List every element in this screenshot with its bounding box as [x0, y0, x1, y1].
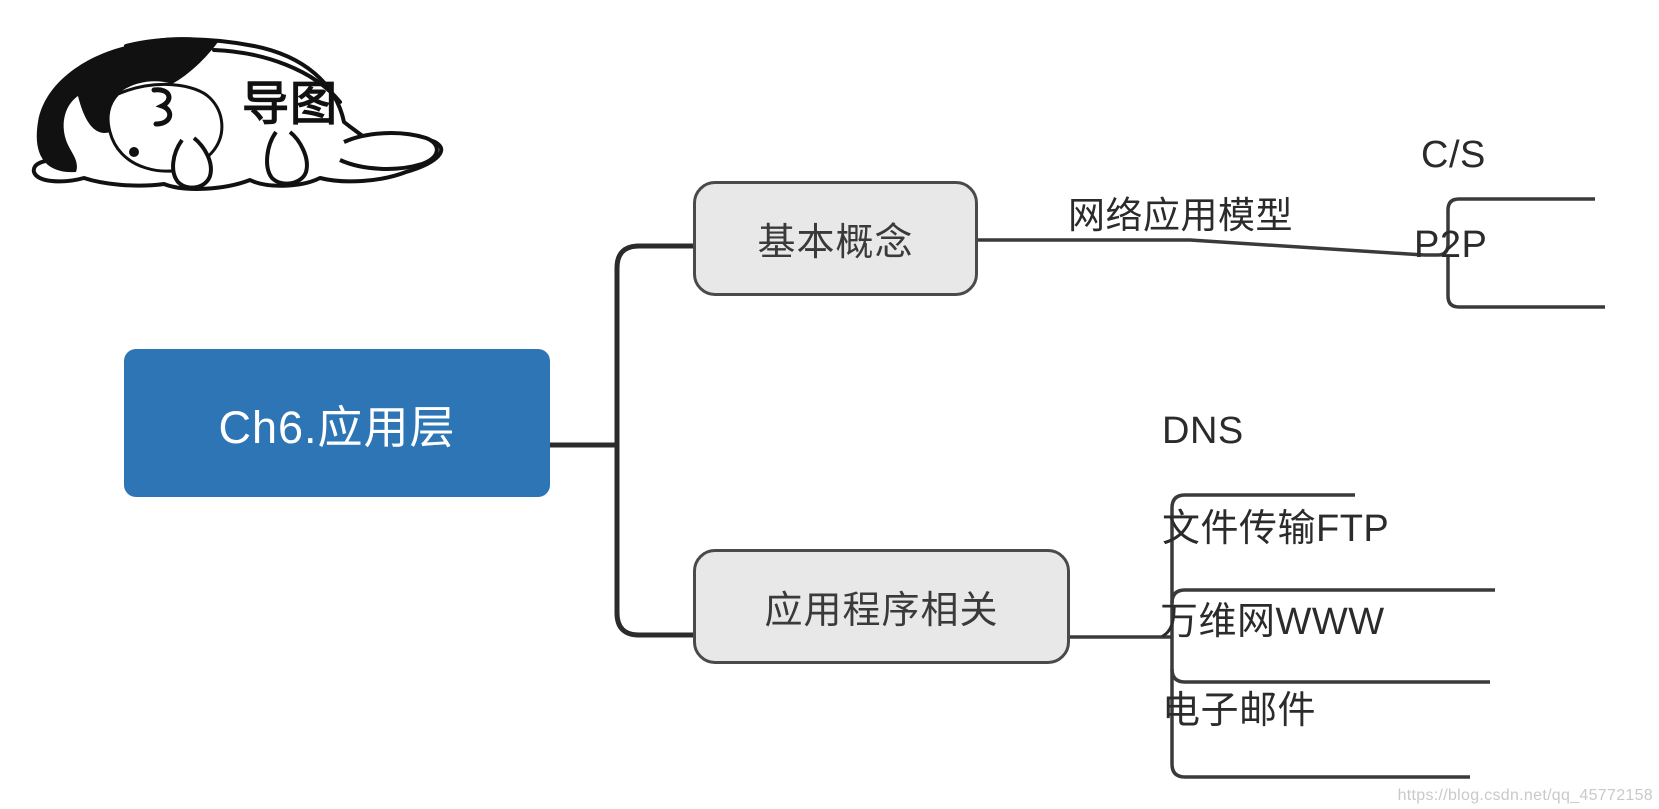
- connector-label-network-app-model[interactable]: 网络应用模型: [1068, 195, 1293, 236]
- node-basic-concepts[interactable]: 基本概念: [693, 181, 978, 296]
- mascot-label: 导图: [242, 77, 338, 130]
- node-root[interactable]: Ch6.应用层: [124, 349, 550, 497]
- wire-branch-lower: [614, 445, 696, 638]
- sleeping-cat-doodle-icon: 导图: [14, 12, 444, 192]
- leaf-world-wide-web[interactable]: 万维网WWW: [1160, 601, 1385, 643]
- leaf-p2p[interactable]: P2P: [1414, 224, 1488, 266]
- watermark: https://blog.csdn.net/qq_45772158: [1397, 787, 1653, 804]
- leaf-email[interactable]: 电子邮件: [1162, 690, 1317, 732]
- wire-mail: [1170, 763, 1470, 779]
- wire-basic-to-model: [978, 238, 1425, 257]
- wire-branch-upper: [614, 243, 696, 445]
- node-application-programs[interactable]: 应用程序相关: [693, 549, 1070, 664]
- leaf-file-transfer-ftp[interactable]: 文件传输FTP: [1162, 508, 1390, 550]
- leaf-cs[interactable]: C/S: [1421, 134, 1486, 176]
- leaf-dns[interactable]: DNS: [1162, 410, 1244, 452]
- cat-doodle-svg: [31, 37, 444, 191]
